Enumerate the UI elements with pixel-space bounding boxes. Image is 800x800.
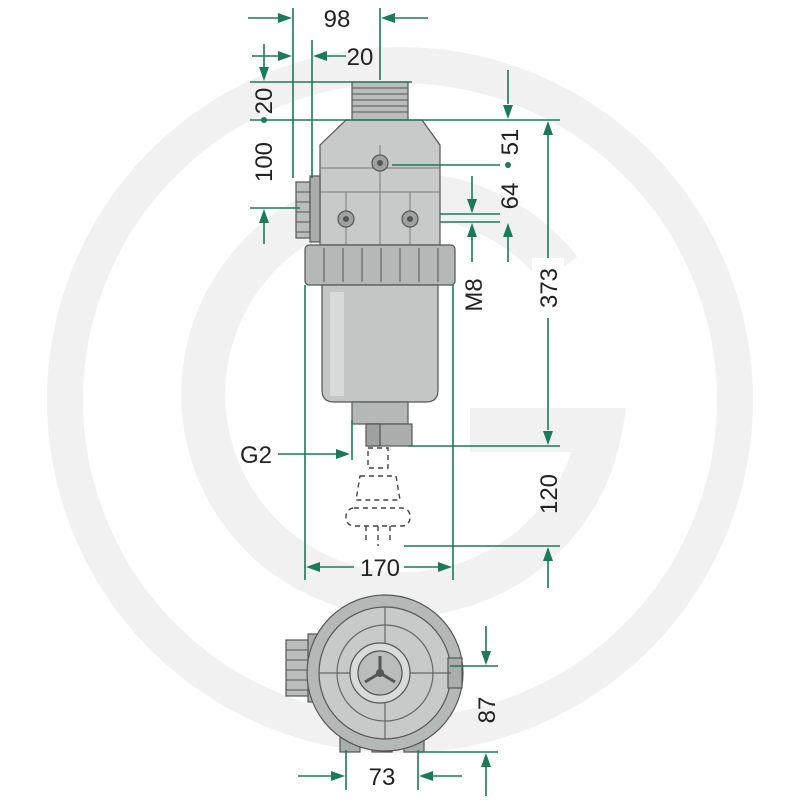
dimension-98: 98 <box>248 6 428 178</box>
drain-fitting-dashed <box>345 447 411 546</box>
clamping-ring <box>304 244 456 286</box>
top-view-center-outlet <box>349 642 411 704</box>
dimension-87: 87 <box>418 626 501 796</box>
dimension-100-label: 100 <box>251 142 278 182</box>
dimension-73-label: 73 <box>369 764 396 791</box>
dimension-m8-label: M8 <box>461 278 488 311</box>
dimension-373: 373 <box>408 121 564 447</box>
dimension-51-label: 51 <box>497 129 524 156</box>
dimension-51: 51 <box>392 70 524 168</box>
dimension-20-vertical: 20 <box>250 44 560 123</box>
dimension-120: 120 <box>404 474 563 588</box>
bolt-head-left <box>337 210 355 228</box>
dimension-170: 170 <box>304 285 454 582</box>
dimension-20-horizontal: 20 <box>252 40 373 178</box>
dimension-373-label: 373 <box>536 268 563 308</box>
dimension-m8: M8 <box>461 223 488 312</box>
dimension-64: 64 <box>440 176 524 262</box>
filter-bowl <box>321 284 439 403</box>
dimension-73: 73 <box>298 750 462 791</box>
dimension-98-label: 98 <box>324 6 351 33</box>
filter-top-view <box>285 594 464 753</box>
bolt-head-right <box>401 210 419 228</box>
top-threaded-connector <box>351 81 409 121</box>
dimension-64-label: 64 <box>497 183 524 210</box>
side-inlet-connector <box>295 175 321 243</box>
dimension-g2-label: G2 <box>240 442 272 469</box>
dimension-g2: G2 <box>240 420 353 469</box>
dimension-20-vertical-label: 20 <box>251 88 278 115</box>
filter-side-view <box>295 81 456 546</box>
dimension-120-label: 120 <box>536 474 563 514</box>
drain-valve <box>351 401 413 447</box>
upper-housing <box>319 119 441 246</box>
bolt-head-top <box>371 154 389 172</box>
dimension-100: 100 <box>250 142 300 244</box>
dimension-20-horizontal-label: 20 <box>347 44 374 71</box>
dimension-170-label: 170 <box>360 555 400 582</box>
dimension-87-label: 87 <box>474 697 501 724</box>
